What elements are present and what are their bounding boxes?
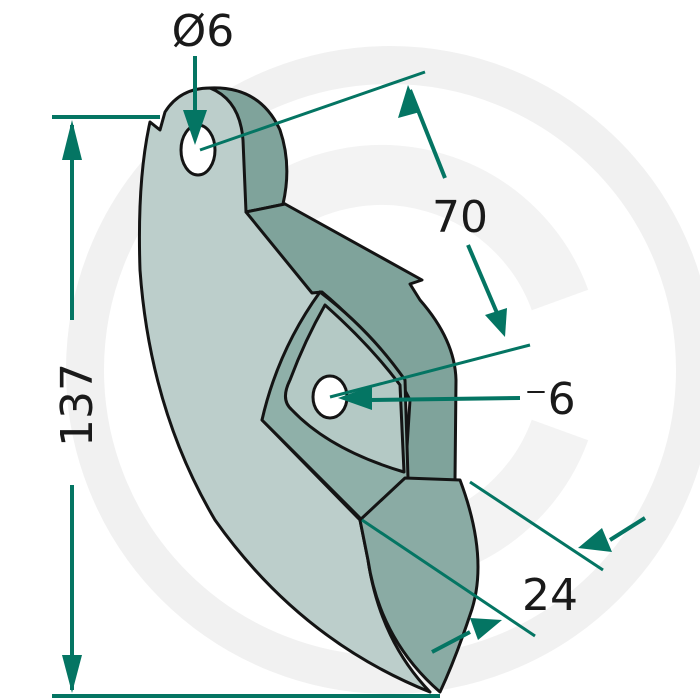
label-bottom-hole: ⁻6: [524, 374, 575, 425]
label-thickness: 24: [522, 570, 578, 621]
dimension-lines: [52, 56, 647, 698]
part-body: [137, 86, 480, 694]
label-top-hole-diameter: Ø6: [172, 6, 235, 57]
lower-right-face: [358, 476, 480, 694]
label-height: 137: [52, 363, 103, 447]
top-tab-side: [208, 86, 289, 214]
label-hole-spacing: 70: [432, 192, 488, 243]
